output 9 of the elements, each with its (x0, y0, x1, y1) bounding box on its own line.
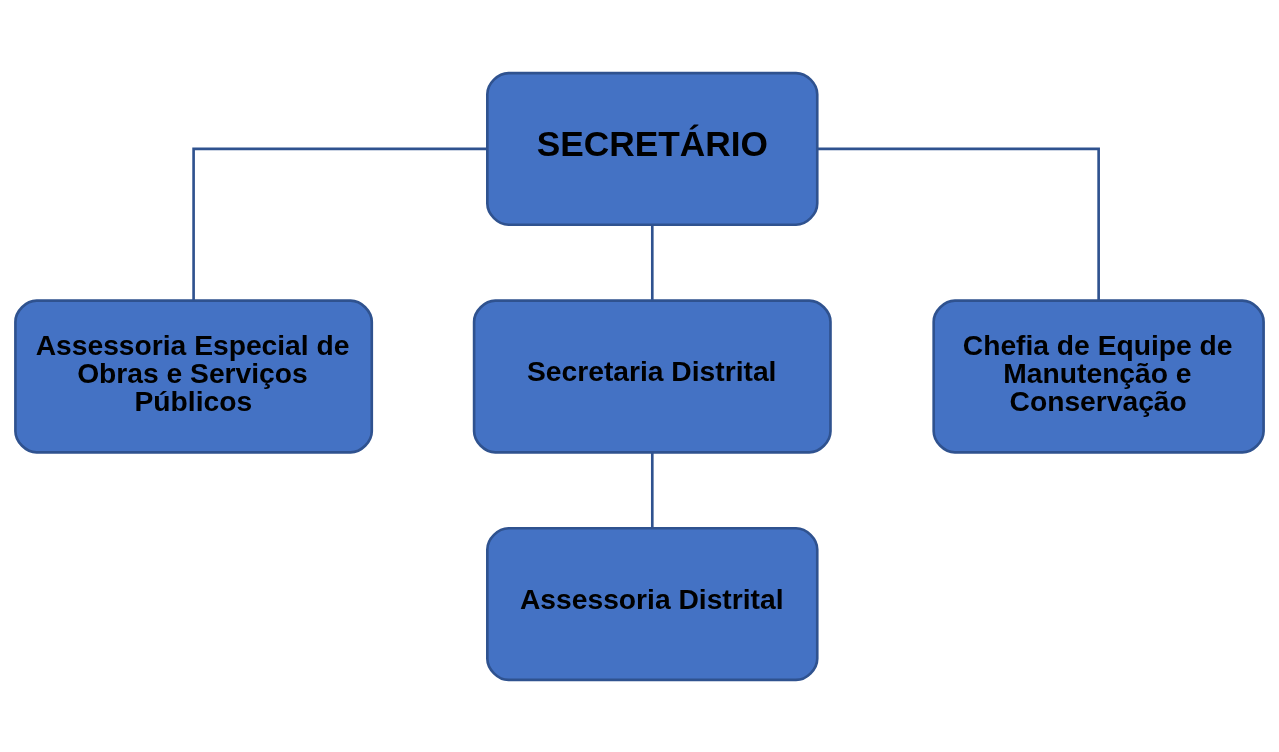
connector (817, 147, 1100, 300)
connector (192, 147, 487, 300)
node-box: Assessoria Distrital (486, 526, 819, 681)
node-box: Assessoria Especial de Obras e Serviços Públicos (14, 298, 374, 454)
connector (650, 224, 654, 300)
node-box: Secretaria Distrital (472, 298, 832, 454)
node-box: SECRETÁRIO (486, 71, 819, 226)
node-box: Chefia de Equipe de Manutenção e Conservação (932, 298, 1265, 454)
connector (650, 452, 654, 527)
